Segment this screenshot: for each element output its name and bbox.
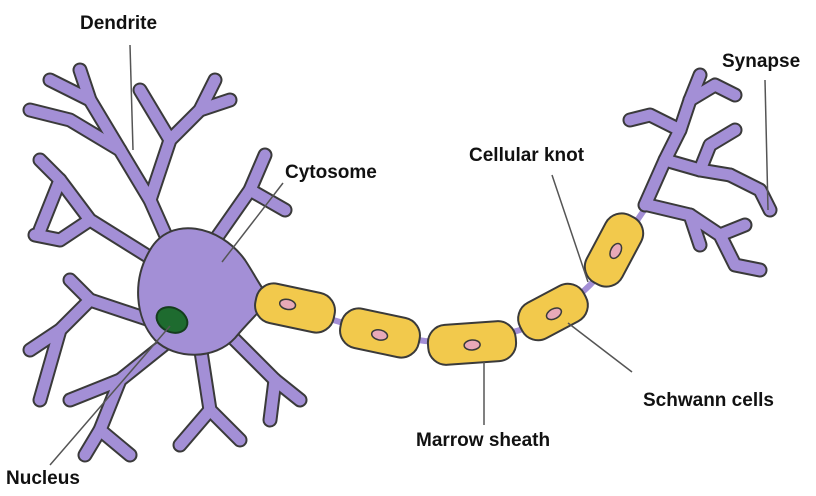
leader-line-schwann-cells <box>568 323 632 372</box>
sheath-segment <box>427 320 518 366</box>
sheath-segment <box>252 280 339 336</box>
label-schwann-cells: Schwann cells <box>643 391 774 410</box>
label-cellular-knot: Cellular knot <box>469 146 584 165</box>
cell-body <box>138 228 270 355</box>
axon-terminals <box>630 75 770 270</box>
sheath-segment <box>337 305 424 361</box>
sheath-segment <box>512 277 594 346</box>
leader-line-dendrite <box>130 45 133 150</box>
leader-line-cellular-knot <box>552 175 588 282</box>
label-dendrite: Dendrite <box>80 14 157 33</box>
label-nucleus: Nucleus <box>6 469 80 488</box>
label-marrow-sheath: Marrow sheath <box>416 431 550 450</box>
label-synapse: Synapse <box>722 52 800 71</box>
label-cytosome: Cytosome <box>285 163 377 182</box>
